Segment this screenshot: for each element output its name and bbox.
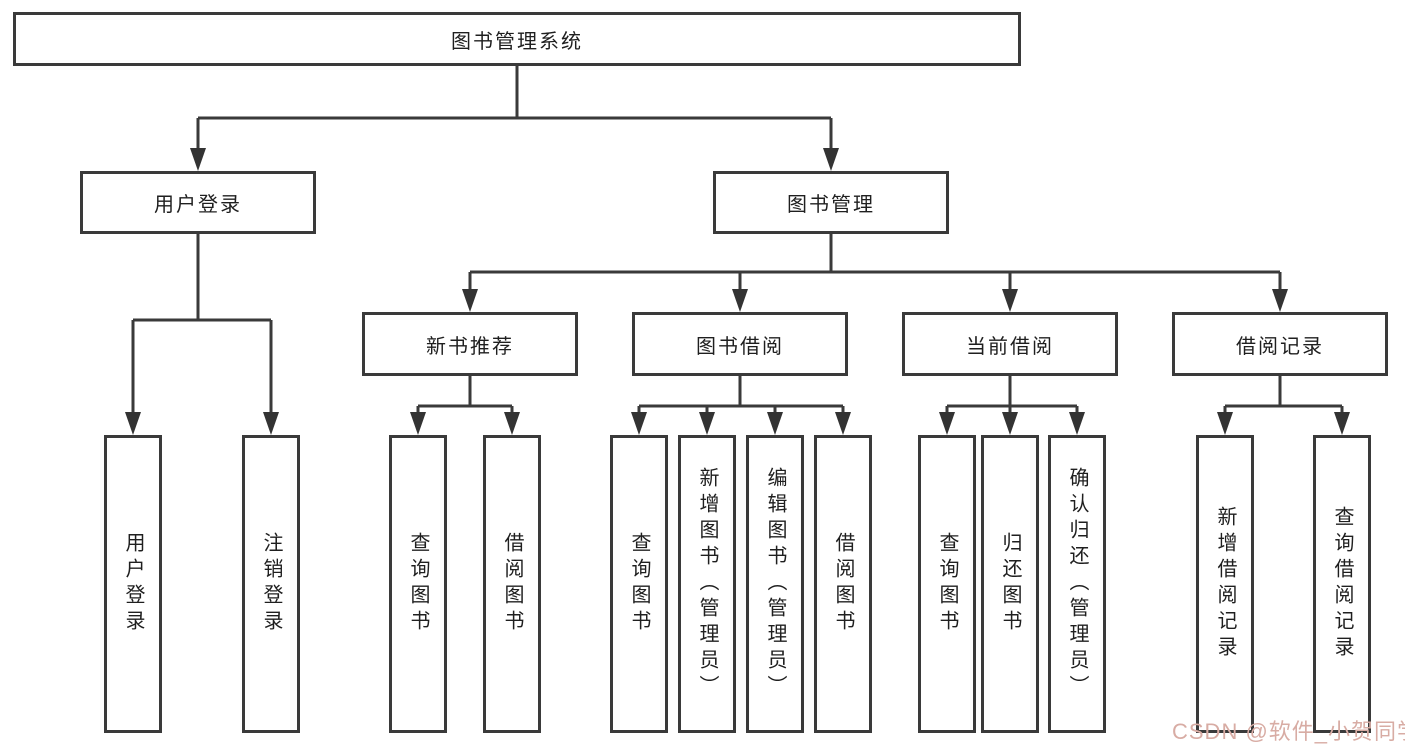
node-root-label: 图书管理系统 <box>451 30 583 53</box>
connector <box>468 234 1282 289</box>
leaf-borrow-books-2-label: 借阅图书 <box>832 532 854 636</box>
leaf-return-books: 归还图书 <box>981 435 1039 733</box>
arrowhead <box>190 148 206 171</box>
arrowhead <box>1272 289 1288 312</box>
node-book-borrow-label: 图书借阅 <box>696 335 784 358</box>
connector <box>945 376 1079 412</box>
leaf-user-login-label: 用户登录 <box>122 532 144 636</box>
arrowhead <box>504 412 520 435</box>
arrowhead <box>1334 412 1350 435</box>
node-current-borrow-label: 当前借阅 <box>966 335 1054 358</box>
leaf-query-books-2: 查询图书 <box>610 435 668 733</box>
leaf-logout-label: 注销登录 <box>260 532 282 636</box>
node-book-borrow: 图书借阅 <box>632 312 848 376</box>
arrowhead <box>835 412 851 435</box>
leaf-add-book-admin-label: 新增图书（管理员） <box>696 467 718 701</box>
leaf-add-borrow-record: 新增借阅记录 <box>1196 435 1254 733</box>
leaf-borrow-books-1: 借阅图书 <box>483 435 541 733</box>
arrowhead <box>767 412 783 435</box>
arrowhead <box>699 412 715 435</box>
arrowhead <box>631 412 647 435</box>
node-new-book-recommend-label: 新书推荐 <box>426 335 514 358</box>
arrowhead <box>1069 412 1085 435</box>
node-current-borrow: 当前借阅 <box>902 312 1118 376</box>
node-user-login: 用户登录 <box>80 171 316 234</box>
leaf-logout: 注销登录 <box>242 435 300 733</box>
leaf-edit-book-admin: 编辑图书（管理员） <box>746 435 804 733</box>
connector <box>196 66 833 148</box>
leaf-query-books-3: 查询图书 <box>918 435 976 733</box>
leaf-borrow-books-1-label: 借阅图书 <box>501 532 523 636</box>
arrowhead <box>1002 412 1018 435</box>
node-borrow-records-label: 借阅记录 <box>1236 335 1324 358</box>
node-user-login-label: 用户登录 <box>154 194 242 216</box>
leaf-return-books-label: 归还图书 <box>999 532 1021 636</box>
leaf-query-books-2-label: 查询图书 <box>628 532 650 636</box>
node-book-management-label: 图书管理 <box>787 194 875 216</box>
leaf-query-books-1: 查询图书 <box>389 435 447 733</box>
node-root: 图书管理系统 <box>13 12 1021 66</box>
node-book-management: 图书管理 <box>713 171 949 234</box>
leaf-query-borrow-record-label: 查询借阅记录 <box>1331 506 1353 662</box>
leaf-edit-book-admin-label: 编辑图书（管理员） <box>764 467 786 701</box>
leaf-query-borrow-record: 查询借阅记录 <box>1313 435 1371 733</box>
arrowhead <box>939 412 955 435</box>
leaf-query-books-1-label: 查询图书 <box>407 532 429 636</box>
arrowhead <box>1217 412 1233 435</box>
node-borrow-records: 借阅记录 <box>1172 312 1388 376</box>
arrowhead <box>1002 289 1018 312</box>
arrowhead <box>462 289 478 312</box>
leaf-add-book-admin: 新增图书（管理员） <box>678 435 736 733</box>
arrowhead <box>410 412 426 435</box>
connector <box>416 376 514 412</box>
leaf-borrow-books-2: 借阅图书 <box>814 435 872 733</box>
node-new-book-recommend: 新书推荐 <box>362 312 578 376</box>
leaf-add-borrow-record-label: 新增借阅记录 <box>1214 506 1236 662</box>
connector <box>131 234 273 412</box>
leaf-query-books-3-label: 查询图书 <box>936 532 958 636</box>
leaf-confirm-return-admin-label: 确认归还（管理员） <box>1066 467 1088 701</box>
arrowhead <box>263 412 279 435</box>
leaf-confirm-return-admin: 确认归还（管理员） <box>1048 435 1106 733</box>
leaf-user-login: 用户登录 <box>104 435 162 733</box>
connector <box>637 376 845 412</box>
arrowhead <box>732 289 748 312</box>
arrowhead <box>823 148 839 171</box>
arrowhead <box>125 412 141 435</box>
connector <box>1223 376 1344 412</box>
watermark: CSDN @软件_小贺同学 <box>1172 719 1405 744</box>
